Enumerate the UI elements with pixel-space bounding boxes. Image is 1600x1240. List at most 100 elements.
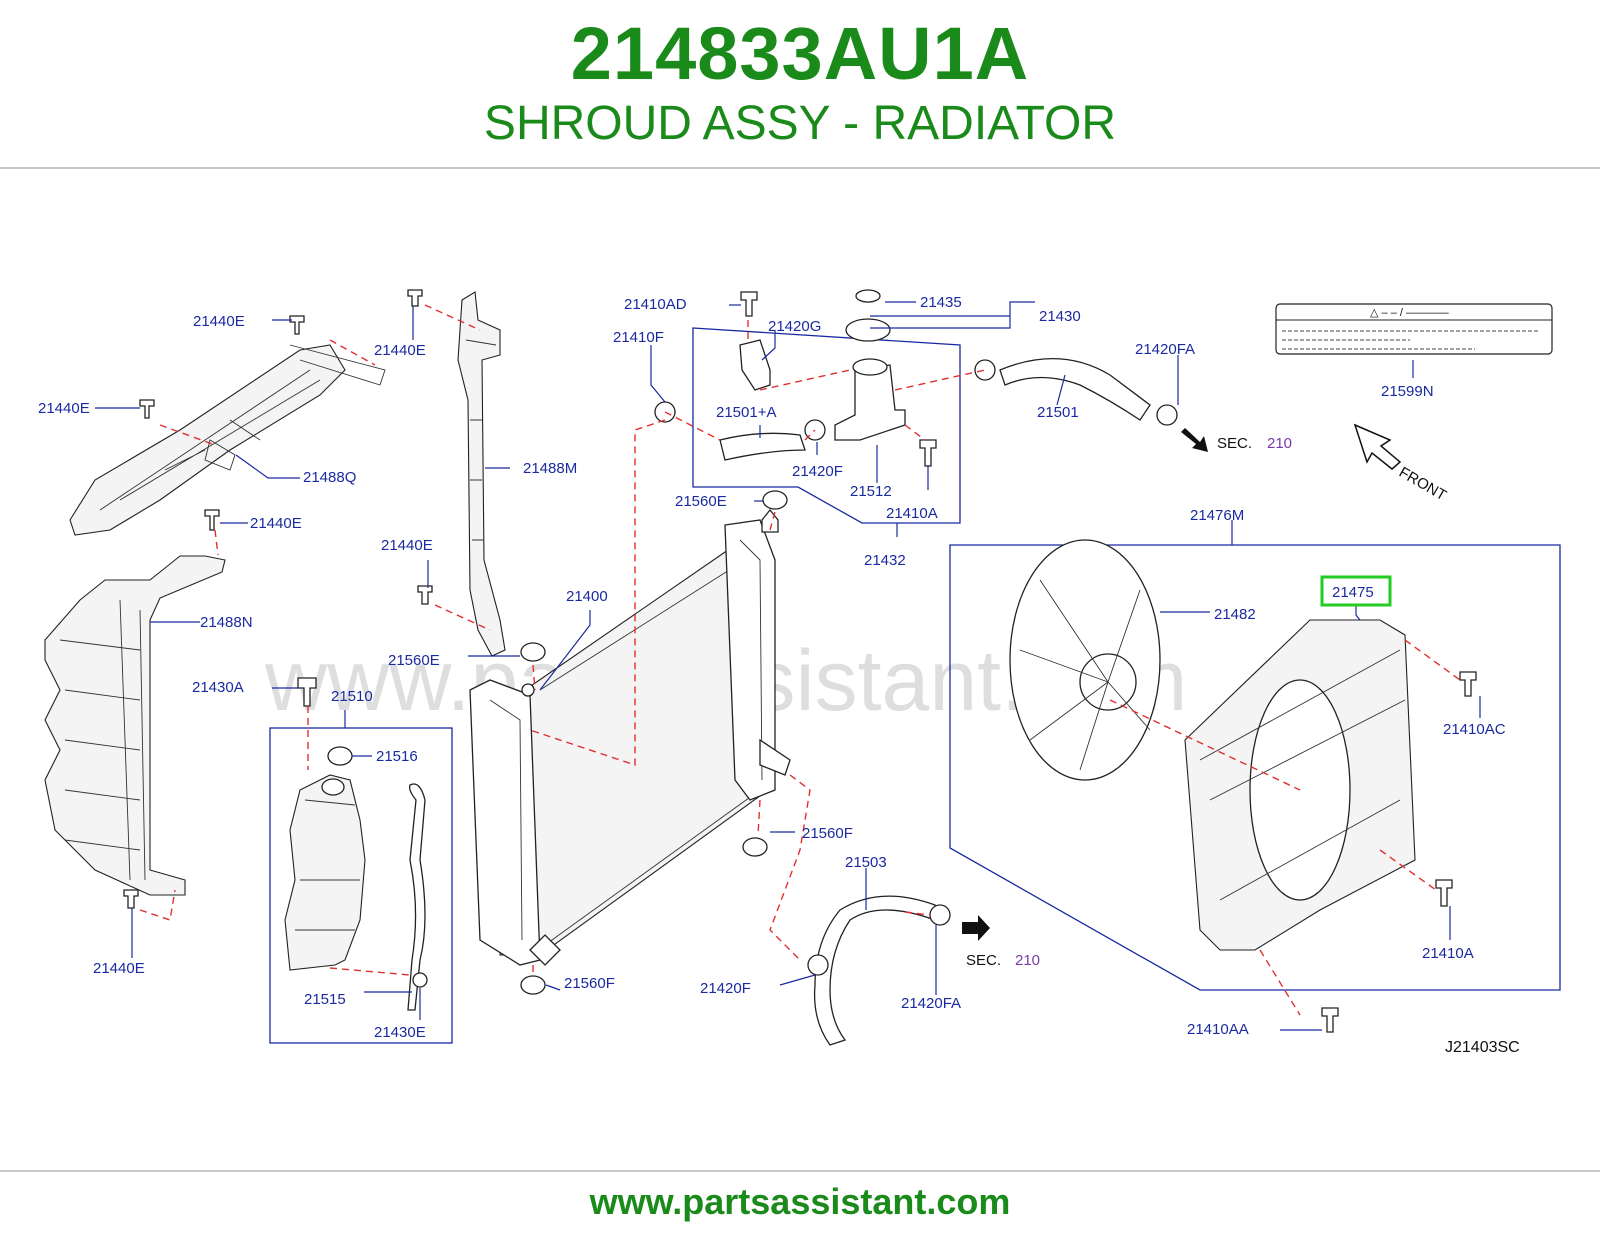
clip-21440E-d: [407, 289, 423, 307]
callout-21488N: 21488N: [200, 614, 253, 631]
callout-21440E-f: 21440E: [93, 960, 145, 977]
bolt-21430A: [297, 677, 317, 707]
clip-21440E-b: [139, 399, 155, 419]
callout-21516: 21516: [376, 748, 418, 765]
page-header: 214833AU1A SHROUD ASSY - RADIATOR: [0, 0, 1600, 168]
front-direction-arrow: FRONT: [1353, 423, 1449, 505]
callout-labels: 21440E 21440E 21440E 21488Q 21440E 21488…: [38, 294, 1506, 1041]
filler-neck-21512: [834, 358, 906, 441]
bolt-21410AD: [740, 291, 758, 317]
warning-label-21599N: △ – – / ––––––– 21599N: [1275, 303, 1553, 400]
sec-number-upper: 210: [1267, 435, 1292, 452]
callout-21400: 21400: [566, 588, 608, 605]
grommet-21560E-upper: [762, 490, 788, 510]
hose-21501A: [719, 432, 806, 461]
clip-21440E-a: [289, 315, 305, 335]
callout-21430E: 21430E: [374, 1024, 426, 1041]
callout-21420G: 21420G: [768, 318, 821, 335]
callout-21410A-upper: 21410A: [886, 505, 938, 522]
bolt-21410A-lower: [1435, 879, 1453, 907]
front-label: FRONT: [1396, 464, 1449, 505]
callout-21410AA: 21410AA: [1187, 1021, 1249, 1038]
callout-21432: 21432: [864, 552, 906, 569]
parts-diagram: www.partsassistant.com: [38, 289, 1561, 1056]
diagram-code: J21403SC: [1445, 1039, 1520, 1056]
callout-21482: 21482: [1214, 606, 1256, 623]
clamp-21420F-left: [974, 359, 996, 381]
radiator-21400: [469, 508, 791, 966]
clip-21440E-c: [204, 509, 220, 531]
callout-21410A-lower: 21410A: [1422, 945, 1474, 962]
callout-21501A: 21501+A: [716, 404, 776, 421]
callout-21501: 21501: [1037, 404, 1079, 421]
callout-21599N: 21599N: [1381, 383, 1434, 400]
callout-21420FA-lower: 21420FA: [901, 995, 961, 1012]
cap-21430: [845, 318, 891, 342]
callout-21488M: 21488M: [523, 460, 577, 477]
callout-21420FA-upper: 21420FA: [1135, 341, 1195, 358]
clamp-21420FA-upper: [1156, 404, 1178, 426]
assembly-dash-lines: [139, 304, 1461, 1016]
hose-21503: [813, 895, 936, 1046]
grommet-21560F-right: [742, 837, 768, 857]
grommet-21560E-lower: [520, 642, 546, 662]
callout-21420F-lower: 21420F: [700, 980, 751, 997]
clamp-21430E: [412, 972, 428, 988]
grommet-21560F-bottom: [520, 975, 546, 995]
hose-group-box-21432: [692, 327, 961, 524]
callout-21476M: 21476M: [1190, 507, 1244, 524]
side-air-guide-21488N: [44, 555, 226, 896]
warning-label-symbol: △ – – / –––––––: [1370, 307, 1450, 319]
shroud-21475: [1184, 619, 1416, 951]
callout-21440E-d: 21440E: [374, 342, 426, 359]
vertical-bracket-21488M: [457, 291, 506, 657]
bolt-21410AC: [1459, 671, 1477, 697]
callout-21420F-upper: 21420F: [792, 463, 843, 480]
bolt-21410AA: [1321, 1007, 1339, 1033]
fan-21482: [1009, 539, 1161, 781]
seal-21435: [855, 289, 881, 303]
callout-21440E-a: 21440E: [193, 313, 245, 330]
clamp-21420F-lower: [807, 954, 829, 976]
part-number-title: 214833AU1A: [570, 12, 1030, 95]
fan-assembly-box-21476M: [949, 544, 1561, 991]
callout-21560F-right: 21560F: [802, 825, 853, 842]
callout-21488Q: 21488Q: [303, 469, 356, 486]
bolt-21410A-upper: [919, 439, 937, 467]
sec-number-lower: 210: [1015, 952, 1040, 969]
callout-21560E-lower: 21560E: [388, 652, 440, 669]
callout-21430: 21430: [1039, 308, 1081, 325]
header-divider: [0, 167, 1600, 169]
callout-21430A: 21430A: [192, 679, 244, 696]
footer-divider: [0, 1170, 1600, 1172]
callout-21515: 21515: [304, 991, 346, 1008]
callout-21440E-c: 21440E: [250, 515, 302, 532]
sec-label-upper: SEC.: [1217, 435, 1252, 452]
leader-lines: [95, 301, 1481, 1031]
reservoir-box-21510: [269, 727, 453, 1044]
sec-label-lower: SEC.: [966, 952, 1001, 969]
callout-21440E-e: 21440E: [381, 537, 433, 554]
callout-21435: 21435: [920, 294, 962, 311]
callout-21560E-upper: 21560E: [675, 493, 727, 510]
highlight-21475[interactable]: 21475: [1320, 575, 1392, 607]
callout-21560F-bottom: 21560F: [564, 975, 615, 992]
clip-21440E-f: [123, 889, 139, 909]
bracket-21420G: [739, 339, 771, 391]
hose-21501: [999, 357, 1151, 421]
callout-21512: 21512: [850, 483, 892, 500]
sec-210-lower: SEC. 210: [962, 915, 1040, 969]
sec-210-upper: SEC. 210: [1181, 428, 1292, 452]
clip-21440E-e: [417, 585, 433, 605]
upper-air-guide-21488Q: [69, 344, 386, 536]
callout-21440E-b: 21440E: [38, 400, 90, 417]
clamp-21420FA-lower: [929, 904, 951, 926]
callout-21510: 21510: [331, 688, 373, 705]
part-name-subtitle: SHROUD ASSY - RADIATOR: [483, 97, 1117, 150]
callout-21410F: 21410F: [613, 329, 664, 346]
callout-21503: 21503: [845, 854, 887, 871]
highlighted-part-label[interactable]: 21475: [1332, 584, 1374, 601]
footer-url-link[interactable]: www.partsassistant.com: [589, 1181, 1011, 1222]
callout-21410AD: 21410AD: [624, 296, 687, 313]
callout-21410AC: 21410AC: [1443, 721, 1506, 738]
